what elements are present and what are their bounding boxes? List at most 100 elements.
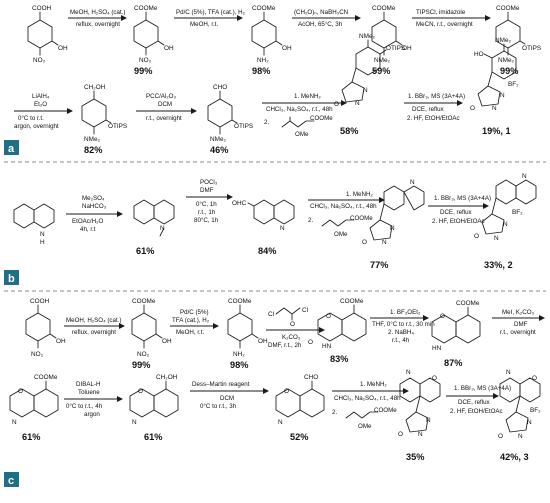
yield-label: 98%	[252, 66, 270, 76]
panel-a: COOH NO₂ OH MeOH, H₂SO₄ (cat.) reflux, o…	[4, 5, 541, 155]
label-n: N	[518, 433, 523, 440]
label-coome: COOMe	[252, 5, 276, 12]
conditions-line: K₂CO₃	[282, 334, 301, 341]
label-hn: HN	[322, 343, 332, 350]
conditions-line: TFA (cat.), H₂	[172, 317, 210, 324]
conditions-line: THF, 0°C to r.t., 30 min	[372, 321, 435, 328]
label-o: O	[284, 388, 289, 395]
label-o: O	[18, 388, 23, 395]
step-b4: 1. BBr₃, MS (3A+4A) DCE, reflux 2. HF, E…	[428, 195, 491, 225]
conditions-line: 2.	[332, 409, 337, 416]
conditions-line: EtOAc/H₂O	[72, 218, 103, 225]
yield-label: 82%	[84, 145, 102, 155]
label-n: N	[492, 105, 497, 112]
yield-label: 61%	[22, 432, 40, 442]
conditions-line: Pd/C (5%)	[180, 309, 209, 316]
compound-a-imidazolone: NMe₂ OTIPS N N O 58%	[334, 33, 405, 136]
label-coome: COOMe	[34, 374, 58, 381]
conditions-line: MeOH, r.t.	[176, 329, 204, 336]
conditions-line: argon	[84, 411, 100, 418]
yield-label: 99%	[500, 66, 518, 76]
compound-a-otips: COOMe NMe₂ OTIPS 99%	[495, 5, 541, 76]
panel-label: c	[8, 475, 14, 487]
compound-c-amine: COOMe NH₂ OH 98%	[227, 298, 268, 370]
yield-label: 33%, 2	[484, 260, 513, 270]
compound-a-sm: COOH NO₂ OH	[27, 5, 68, 64]
label-bf2: BF₂	[508, 81, 519, 88]
label-ho: HO	[474, 51, 484, 58]
yield-label: 42%, 3	[500, 452, 529, 462]
label-n: N	[40, 231, 45, 238]
conditions-line: MeI, K₂CO₃	[502, 309, 535, 316]
step-c4: 1. BF₃OEt₂ THF, 0°C to r.t., 30 min 2. N…	[370, 309, 435, 344]
conditions-line: reflux, overnight	[72, 329, 116, 336]
compound-c-imidazolone: N O N N O 35%	[398, 369, 441, 462]
label-nme2: NMe₂	[498, 57, 514, 64]
step-a4: TIPSCl, imidazole MeCN, r.t., overnight	[412, 9, 491, 28]
label-otips: OTIPS	[522, 45, 541, 52]
label-cl: Cl	[302, 307, 308, 314]
step-a5: LiAlH₄ Et₂O 0°C to r.t. argon, overnight	[14, 93, 73, 130]
compound-b-sm: N H	[13, 203, 55, 246]
step-c2: Pd/C (5%) TFA (cat.), H₂ MeOH, r.t.	[170, 309, 219, 336]
step-a3: (CH₂O)ₙ, NaBH₃CN AcOH, 65°C, 3h	[292, 9, 361, 28]
yield-label: 98%	[230, 360, 248, 370]
label-nme2: NMe₂	[374, 57, 390, 64]
label-o: O	[290, 321, 295, 328]
label-h: H	[40, 239, 45, 246]
label-n: N	[160, 225, 165, 232]
yield-label: 84%	[258, 246, 276, 256]
conditions-line: DIBAL-H	[76, 381, 100, 388]
yield-label: 58%	[340, 126, 358, 136]
label-n: N	[12, 419, 17, 426]
label-n: N	[280, 225, 285, 232]
conditions-line: COOMe	[350, 215, 373, 222]
conditions-line: r.t., overnight	[146, 115, 182, 122]
conditions-line: 0°C to r.t., 3h	[200, 403, 237, 410]
conditions-line: 80°C, 1h	[194, 217, 219, 224]
step-c6: DIBAL-H Toluene 0°C to r.t., 4h argon	[64, 381, 123, 418]
step-b2: POCl₃ DMF 0°C, 1h r.t., 1h 80°C, 1h	[186, 179, 233, 224]
conditions-line: 2. HF, EtOH/EtOAc	[450, 408, 503, 415]
yield-label: 46%	[210, 145, 228, 155]
label-oh: OH	[258, 338, 268, 345]
label-otips: OTIPS	[108, 123, 127, 130]
step-a2: Pd/C (5%), TFA (cat.), H₂ MeOH, r.t.	[174, 9, 246, 28]
label-o: O	[474, 233, 479, 240]
conditions-line: 1. MeNH₂	[360, 381, 387, 388]
step-c5: MeI, K₂CO₃ DMF r.t., overnight	[492, 309, 545, 336]
label-cho: CHO	[213, 84, 227, 91]
compound-c-morpholine: COOMe HN O 87%	[431, 300, 481, 368]
step-c7: Dess–Martin reagent DCM 0°C to r.t., 3h	[190, 381, 269, 410]
conditions-line: 1. MeNH₂	[294, 93, 321, 100]
label-bf2: BF₂	[512, 209, 523, 216]
compound-a-dimethylamine: COOMe NMe₂ OH 59%	[371, 5, 412, 76]
label-oh: OH	[162, 338, 172, 345]
yield-label: 52%	[290, 432, 308, 442]
label-no2: NO₂	[33, 57, 46, 64]
compound-2: N BF₂ N N O 33%, 2	[474, 173, 537, 270]
label-n: N	[355, 100, 360, 107]
label-o: O	[532, 375, 537, 382]
conditions-line: LiAlH₄	[32, 93, 50, 100]
compound-3: N O BF₂ N N O 42%, 3	[498, 369, 541, 462]
panel-label: b	[8, 273, 15, 285]
compound-b-methyl: N 61%	[133, 199, 175, 256]
label-cl: Cl	[268, 311, 274, 318]
label-o: O	[432, 375, 437, 382]
label-bf2: BF₂	[530, 407, 541, 414]
conditions-line: Et₂O	[34, 101, 47, 108]
label-nme2: NMe₂	[210, 136, 226, 143]
label-ohc: OHC	[232, 200, 247, 207]
yield-label: 61%	[136, 246, 154, 256]
conditions-line: 1. BBr₃, MS (3A+4A)	[454, 385, 511, 392]
conditions-line: DCE, reflux	[458, 399, 491, 406]
label-n: N	[132, 419, 137, 426]
label-cooh: COOH	[32, 5, 52, 12]
conditions-line: 0°C, 1h	[196, 201, 217, 208]
label-n: N	[426, 417, 431, 424]
compound-a-aldehyde: CHO NMe₂ OTIPS 46%	[207, 84, 253, 155]
step-b3: 1. MeNH₂ CHCl₃, Na₂SO₄, r.t., 48h 2. COO…	[308, 191, 385, 238]
conditions-line: NaHCO₃	[82, 203, 107, 210]
